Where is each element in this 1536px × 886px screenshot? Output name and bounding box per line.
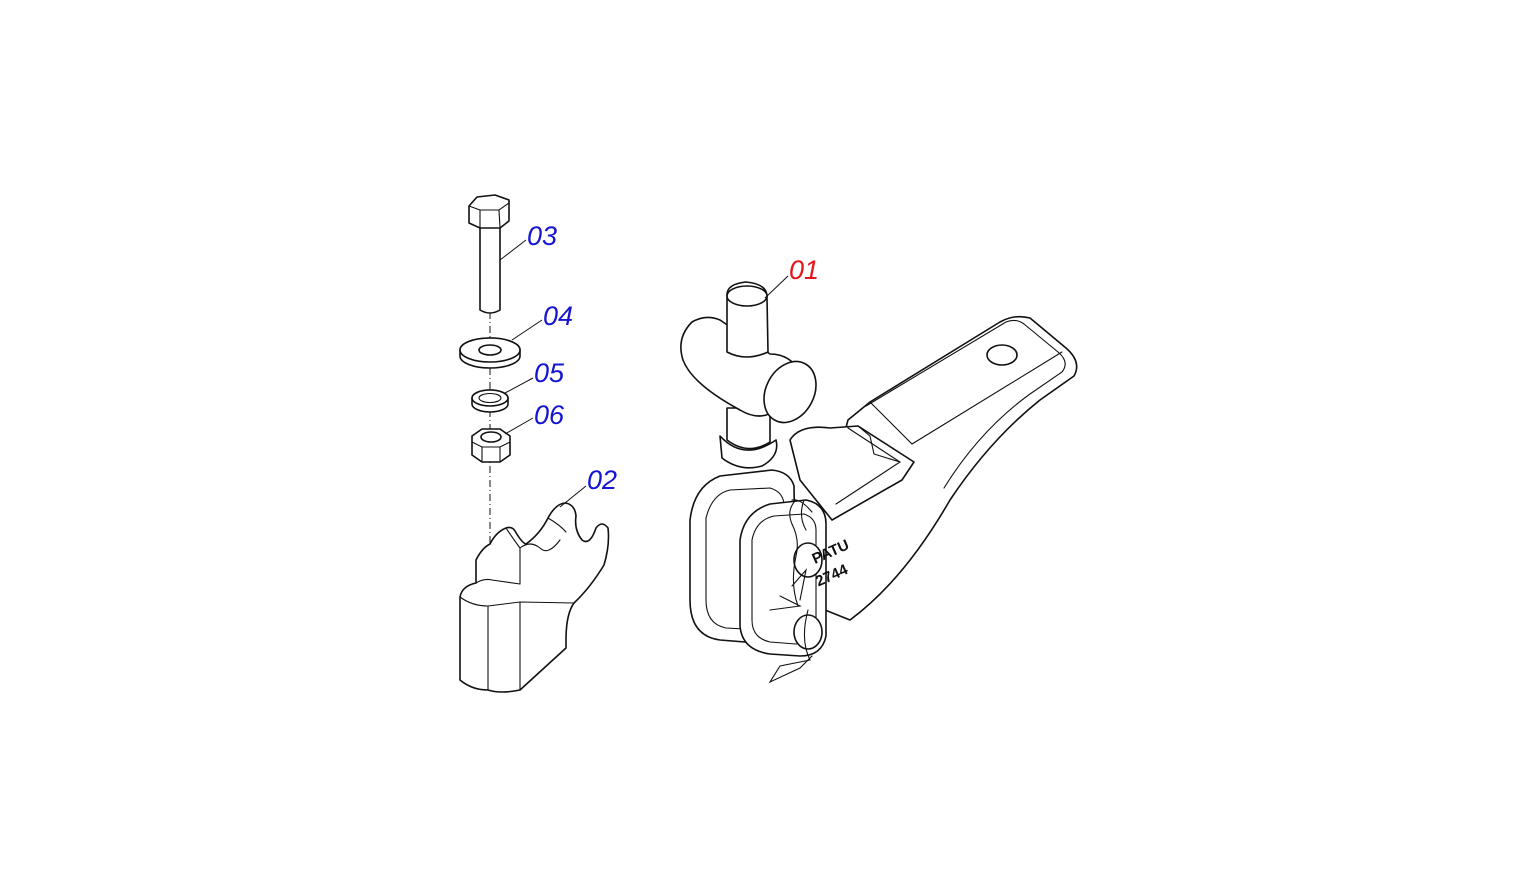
nut-part-06 — [471, 428, 511, 463]
bolt-part-03 — [468, 194, 510, 314]
callout-label-04: 04 — [543, 301, 573, 331]
leader-line-03 — [499, 239, 527, 261]
washer-part-04 — [459, 337, 521, 369]
callout-label-06: 06 — [534, 400, 565, 430]
leader-line-02 — [559, 485, 587, 508]
callout-label-03: 03 — [527, 221, 557, 251]
leader-line-04 — [511, 319, 543, 341]
callout-label-02: 02 — [587, 465, 617, 495]
callout-label-01: 01 — [789, 255, 819, 285]
spring-washer-part-05 — [471, 389, 509, 413]
callout-label-05: 05 — [534, 358, 565, 388]
hook-part-01 — [680, 281, 1078, 684]
leader-line-06 — [504, 417, 534, 435]
leader-line-01 — [764, 275, 789, 299]
leader-line-05 — [504, 377, 534, 394]
bracket-part-02 — [459, 502, 610, 693]
